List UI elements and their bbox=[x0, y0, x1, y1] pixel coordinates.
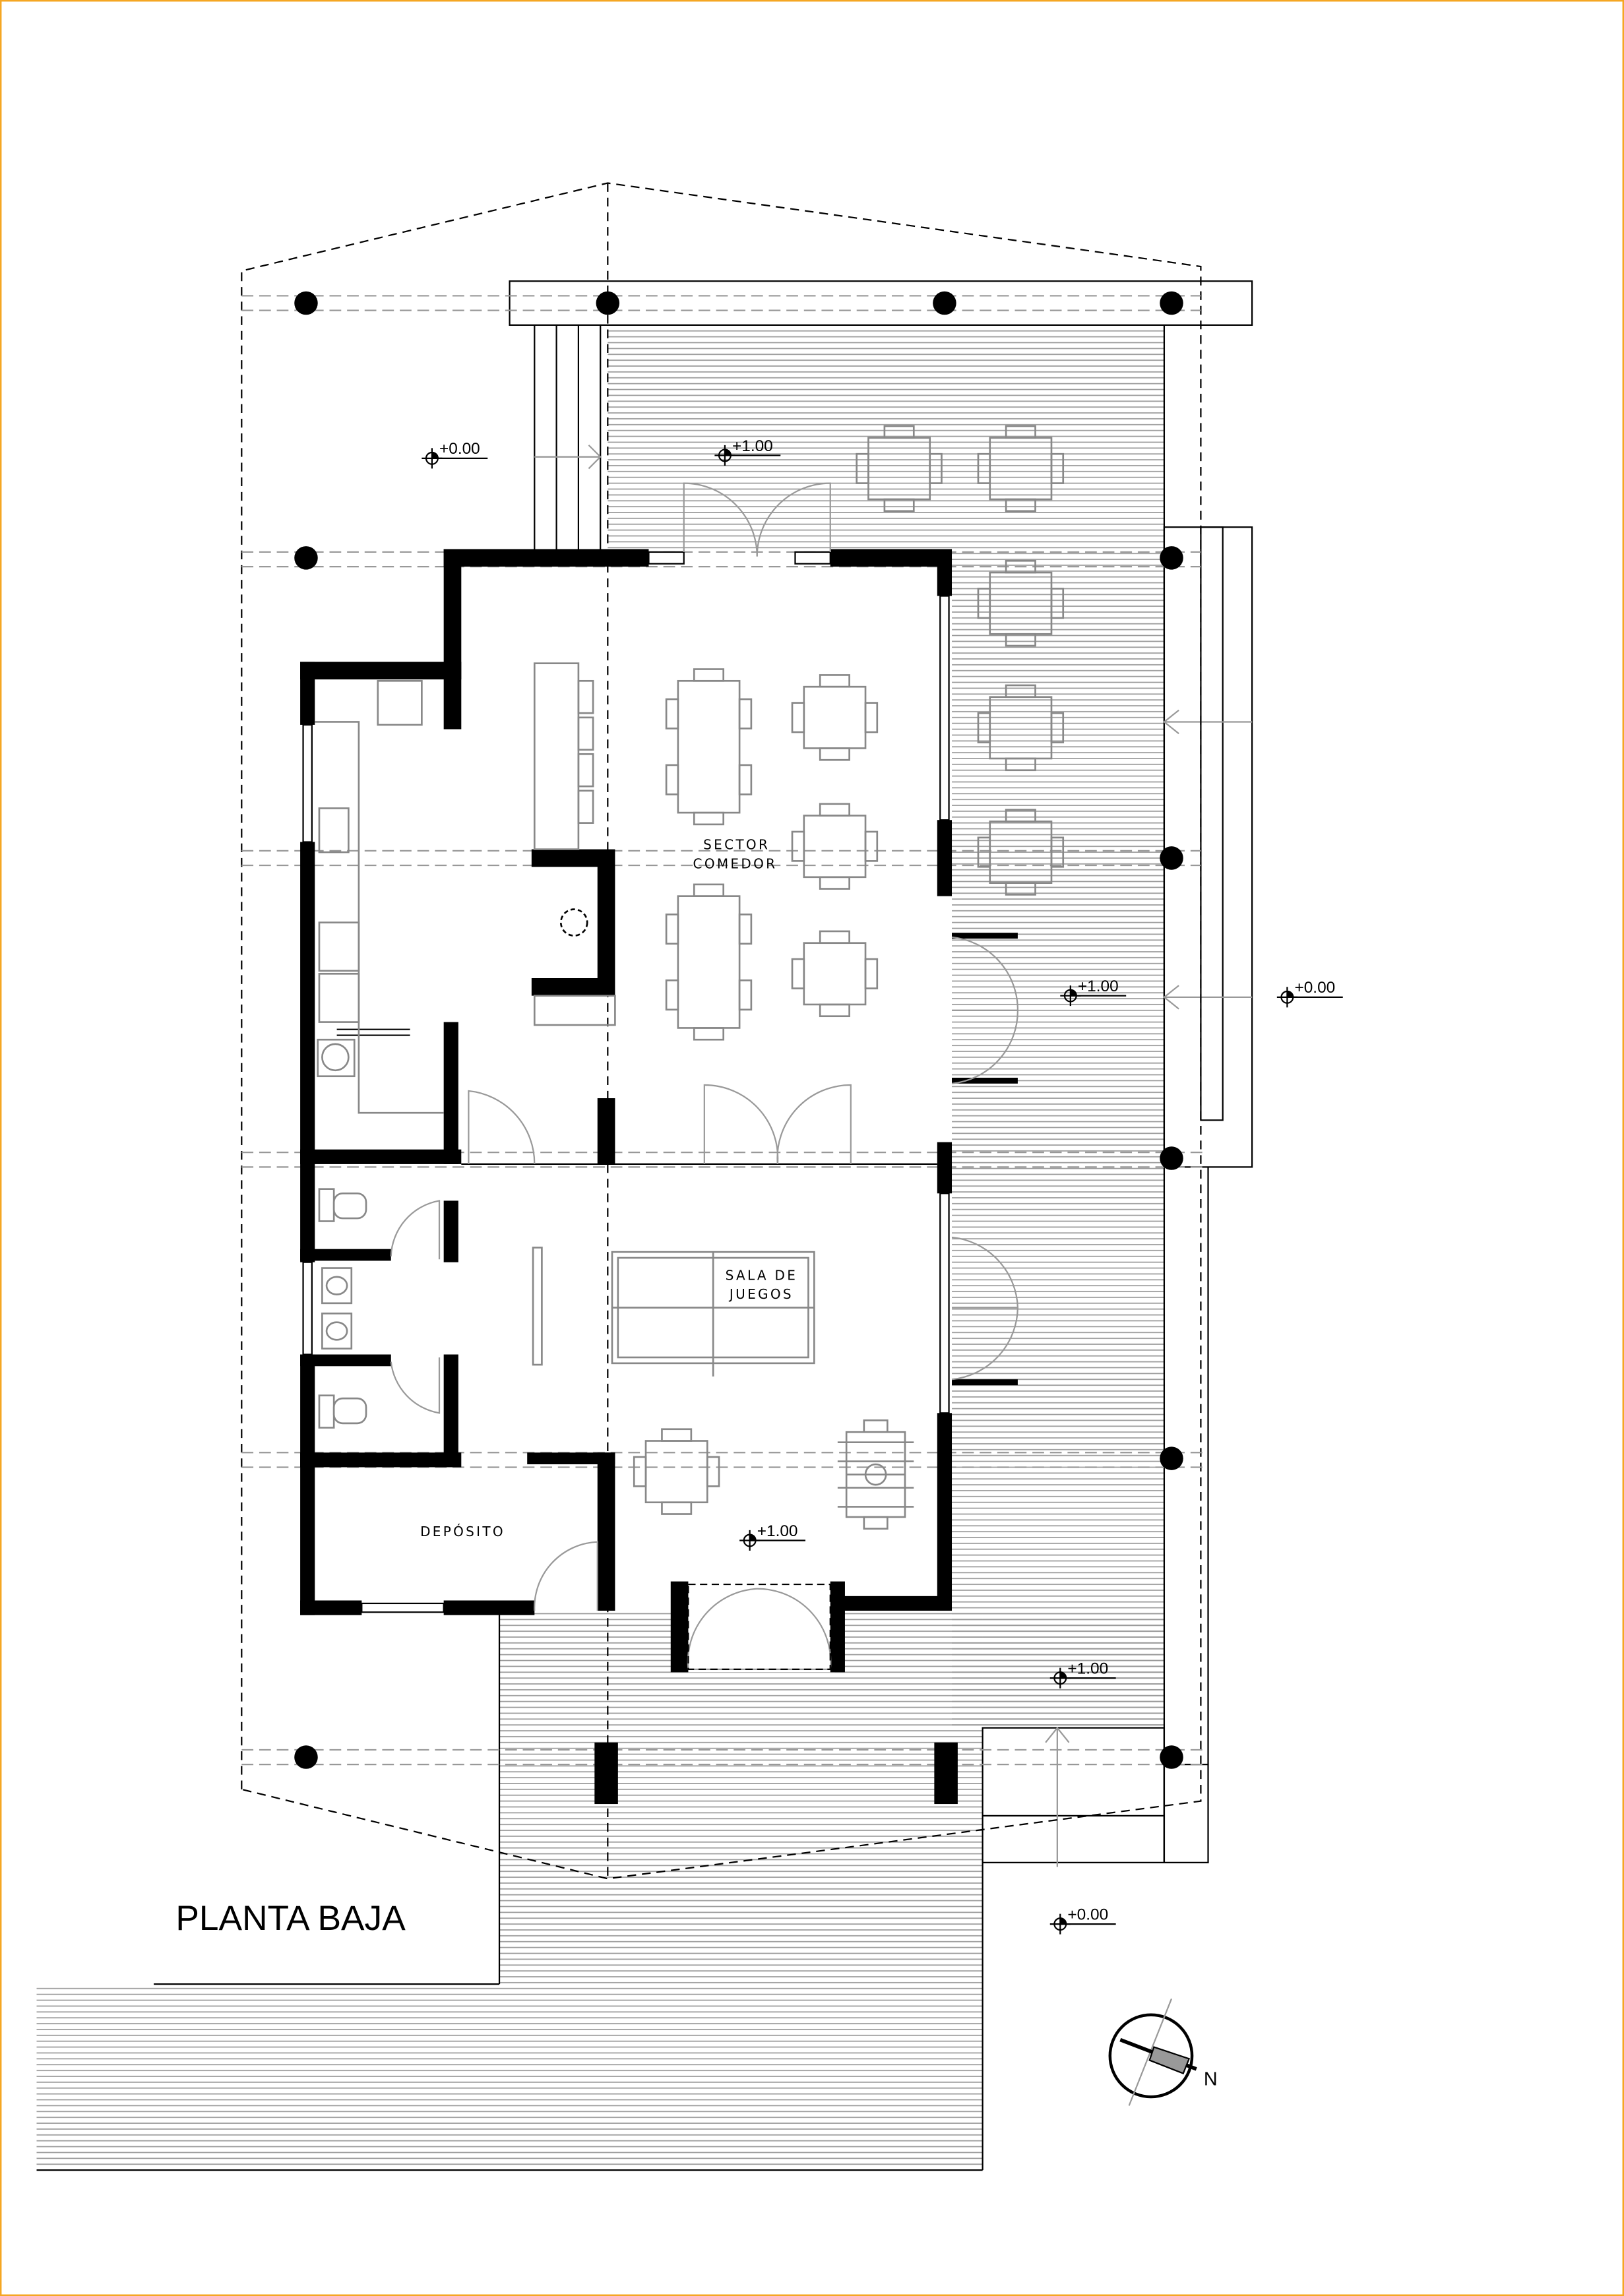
room-label-dining-2: COMEDOR bbox=[693, 855, 778, 871]
kitchen-fixtures bbox=[315, 662, 616, 1114]
drawing-title: PLANTA BAJA bbox=[175, 1899, 406, 1938]
table-with-chairs bbox=[977, 559, 1065, 647]
north-arrow-icon bbox=[1108, 1998, 1197, 2106]
table-with-chairs bbox=[665, 883, 753, 1041]
ramp-landing bbox=[982, 1727, 1166, 1863]
level-markers: +0.00 +1.00 +1.00 +0.00 +1.00 +1.00 +0.00 bbox=[422, 437, 1343, 1935]
level-value: +0.00 bbox=[1294, 979, 1335, 997]
ping-pong-table bbox=[611, 1251, 815, 1377]
columns bbox=[294, 291, 1183, 1805]
top-beam bbox=[509, 280, 1253, 326]
table-with-chairs bbox=[856, 425, 943, 512]
table-with-chairs bbox=[633, 1428, 720, 1515]
level-marker: +1.00 bbox=[1060, 977, 1127, 1007]
level-marker: +1.00 bbox=[739, 1522, 806, 1551]
level-marker: +0.00 bbox=[1049, 1906, 1116, 1935]
deck-hatching bbox=[36, 325, 1164, 2171]
room-label-games-1: SALA DE bbox=[726, 1267, 798, 1283]
level-value: +1.00 bbox=[732, 437, 773, 455]
roof-outline bbox=[241, 182, 1202, 1880]
ramp-arrows bbox=[534, 445, 1253, 1867]
room-label-games-2: JUEGOS bbox=[728, 1286, 794, 1302]
north-label: N bbox=[1204, 2068, 1218, 2090]
level-marker: +0.00 bbox=[1276, 979, 1343, 1008]
table-with-chairs bbox=[977, 425, 1065, 512]
level-value: +0.00 bbox=[1067, 1906, 1108, 1923]
level-value: +1.00 bbox=[757, 1522, 798, 1540]
level-marker: +1.00 bbox=[1049, 1660, 1116, 1689]
bathroom-fixtures bbox=[318, 1188, 543, 1429]
table-with-chairs bbox=[977, 684, 1065, 772]
right-bench-inner bbox=[1200, 526, 1224, 1121]
windows bbox=[302, 551, 950, 1613]
foosball-table bbox=[837, 1419, 914, 1530]
stairs bbox=[534, 325, 602, 552]
level-value: +1.00 bbox=[1078, 977, 1119, 995]
tables bbox=[633, 425, 1065, 1515]
level-marker: +1.00 bbox=[714, 437, 781, 466]
table-with-chairs bbox=[791, 674, 879, 761]
level-value: +0.00 bbox=[439, 440, 480, 458]
table-with-chairs bbox=[791, 930, 879, 1018]
table-with-chairs bbox=[791, 803, 879, 890]
level-marker: +0.00 bbox=[422, 440, 488, 469]
walls bbox=[300, 549, 1018, 1673]
room-label-dining-1: SECTOR bbox=[703, 837, 770, 853]
right-bench bbox=[1163, 526, 1253, 1168]
table-with-chairs bbox=[977, 809, 1065, 896]
level-value: +1.00 bbox=[1067, 1660, 1108, 1677]
table-with-chairs bbox=[665, 668, 753, 826]
room-label-storage: DEPÓSITO bbox=[420, 1524, 505, 1539]
doors bbox=[336, 482, 1019, 1670]
